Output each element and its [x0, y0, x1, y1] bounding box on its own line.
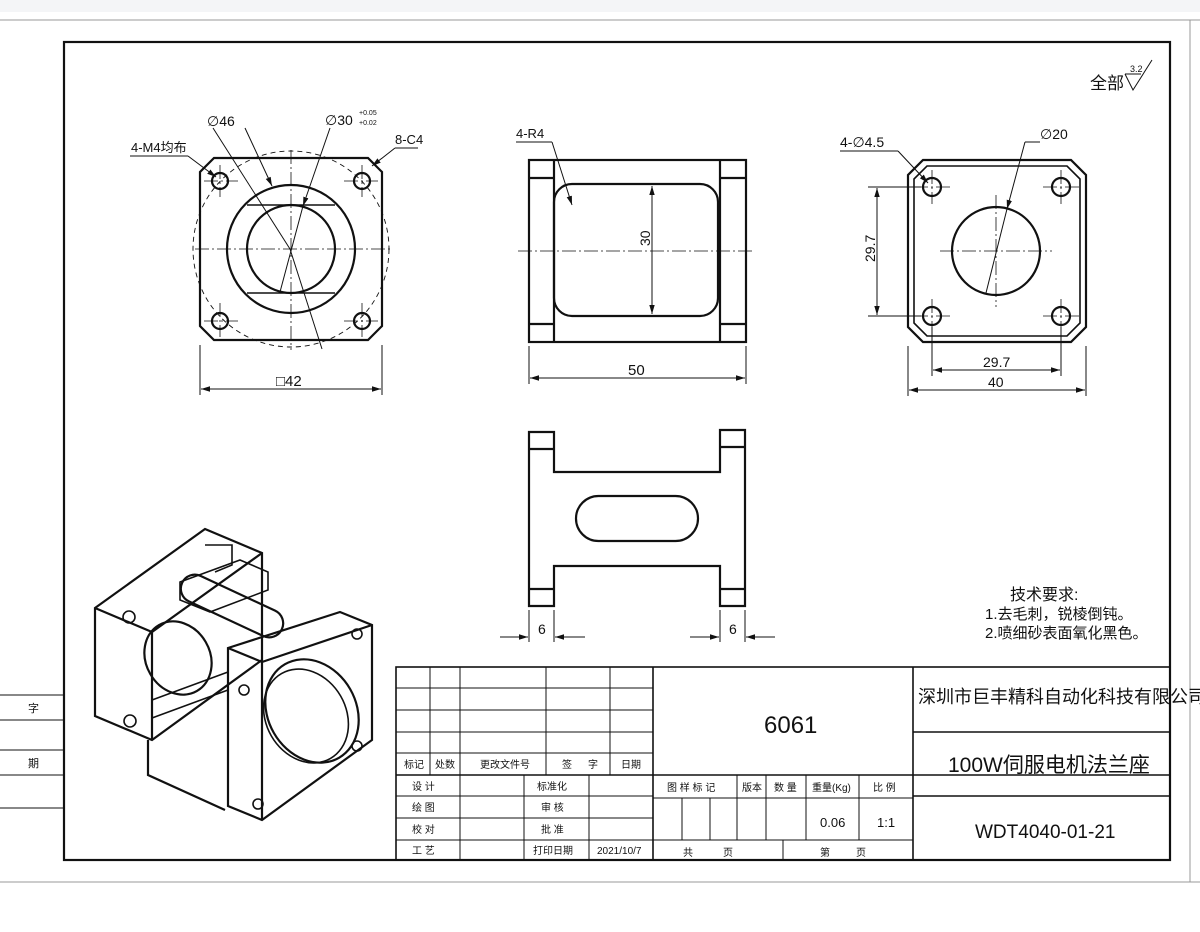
- sign-row-approve: 批 准: [541, 823, 564, 836]
- sheets-total-label: 共: [683, 847, 693, 859]
- front-square-dim: □42: [276, 373, 302, 390]
- bottom-view: 6 6: [500, 428, 775, 642]
- sheet-border: [0, 0, 1200, 883]
- info-header-scale: 比 例: [873, 781, 896, 794]
- rev-header-doc: 更改文件号: [480, 758, 530, 771]
- info-header-mark: 图 样 标 记: [667, 781, 715, 794]
- print-date-value: 2021/10/7: [597, 846, 642, 857]
- rev-header-date: 日期: [621, 759, 641, 771]
- sheet-no-label: 第: [820, 846, 830, 859]
- surface-finish-value: 3.2: [1130, 64, 1143, 74]
- weight-value: 0.06: [820, 815, 845, 830]
- bottom-right-dim: 6: [729, 621, 737, 637]
- left-margin-table: 字 期: [0, 694, 64, 809]
- part-name: 100W伺服电机法兰座: [948, 754, 1150, 777]
- info-header-version: 版本: [742, 781, 762, 794]
- sign-row-print-date: 打印日期: [533, 844, 573, 857]
- info-header-qty: 数 量: [774, 781, 797, 794]
- sign-row-process: 工 艺: [412, 845, 435, 857]
- mount-hole: [204, 165, 238, 197]
- material: 6061: [764, 712, 817, 739]
- rear-dia-bore: ∅20: [1040, 126, 1068, 142]
- mount-hole: [344, 165, 378, 197]
- margin-label-1: 字: [28, 701, 39, 715]
- surface-finish-symbol: 全部 3.2: [1090, 59, 1153, 93]
- technical-requirements: 技术要求: 1.去毛刺，锐棱倒钝。 2.喷细砂表面氧化黑色。: [985, 586, 1148, 642]
- tech-title: 技术要求:: [1010, 586, 1078, 604]
- company-name: 深圳市巨丰精科自动化科技有限公司: [918, 687, 1200, 707]
- tech-line-1: 1.去毛刺，锐棱倒钝。: [985, 606, 1133, 623]
- front-tol-upper: +0.05: [359, 110, 377, 117]
- side-radius-note: 4-R4: [516, 126, 544, 141]
- front-view: ∅46 ∅30 +0.05 +0.02 4-M4均布 8-C4 □42: [130, 110, 423, 395]
- sign-row-design: 设 计: [412, 780, 435, 793]
- sign-row-check: 校 对: [412, 823, 435, 836]
- front-tol-lower: +0.02: [359, 120, 377, 127]
- drawing-number: WDT4040-01-21: [975, 822, 1115, 843]
- front-dia-bore: ∅30: [325, 112, 353, 128]
- rear-hole-note: 4-∅4.5: [840, 134, 884, 150]
- sign-row-draw: 绘 图: [412, 801, 435, 814]
- sheets-total-page: 页: [723, 847, 733, 859]
- info-header-weight: 重量(Kg): [812, 781, 851, 794]
- rev-header-mark: 标记: [404, 759, 424, 771]
- mount-hole: [344, 303, 378, 337]
- side-width-dim: 50: [628, 362, 645, 379]
- mount-hole: [204, 303, 238, 337]
- tech-line-2: 2.喷细砂表面氧化黑色。: [985, 625, 1148, 642]
- rev-header-sign: 签: [562, 758, 572, 771]
- front-chamfer-note: 8-C4: [395, 132, 423, 147]
- side-height-dim: 30: [637, 230, 653, 246]
- rear-horz-dim: 29.7: [983, 354, 1010, 370]
- margin-label-2: 期: [28, 757, 39, 770]
- side-view: 30 4-R4 50: [516, 126, 755, 384]
- sign-row-review: 审 核: [541, 801, 564, 814]
- rear-width-dim: 40: [988, 374, 1004, 390]
- rear-vert-dim: 29.7: [862, 235, 878, 262]
- title-block: 标记 处数 更改文件号 签 字 日期 设 计 标准化 绘 图 审 核 校 对 批…: [395, 666, 1200, 861]
- mount-hole: [1043, 170, 1079, 204]
- sheet-no-page: 页: [856, 847, 866, 859]
- surface-finish-prefix: 全部: [1090, 74, 1124, 93]
- rear-view: 4-∅4.5 ∅20 29.7 29.7 40: [840, 126, 1088, 396]
- rev-header-sign2: 字: [588, 758, 598, 771]
- front-thread-note: 4-M4均布: [131, 140, 187, 155]
- front-dia-outer: ∅46: [207, 113, 235, 129]
- isometric-view: [93, 527, 374, 822]
- sign-row-standard: 标准化: [537, 780, 567, 793]
- bottom-left-dim: 6: [538, 621, 546, 637]
- rev-header-count: 处数: [435, 758, 455, 771]
- scale-value: 1:1: [877, 815, 895, 830]
- mount-hole: [914, 170, 950, 204]
